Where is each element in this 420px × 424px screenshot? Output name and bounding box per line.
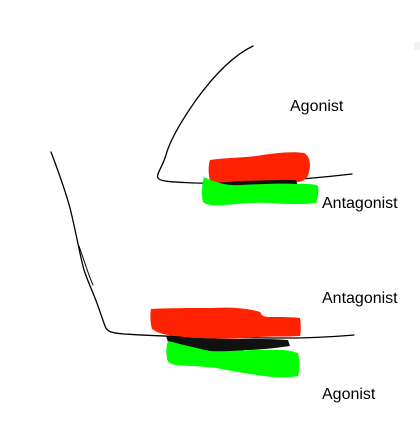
upper-antagonist-label: Antagonist bbox=[322, 195, 398, 212]
lower-bone-outline bbox=[50, 151, 355, 339]
lower-antagonist-label: Antagonist bbox=[322, 290, 398, 307]
upper-agonist-label: Agonist bbox=[290, 98, 344, 115]
upper-agonist-muscle bbox=[208, 152, 310, 189]
upper-antagonist-muscle bbox=[201, 177, 319, 206]
lower-antagonist-muscle bbox=[150, 307, 301, 339]
lower-bone-crease bbox=[78, 245, 94, 286]
lower-agonist-muscle bbox=[166, 341, 300, 378]
corner-mark bbox=[414, 42, 420, 50]
lower-agonist-label: Agonist bbox=[322, 386, 376, 403]
